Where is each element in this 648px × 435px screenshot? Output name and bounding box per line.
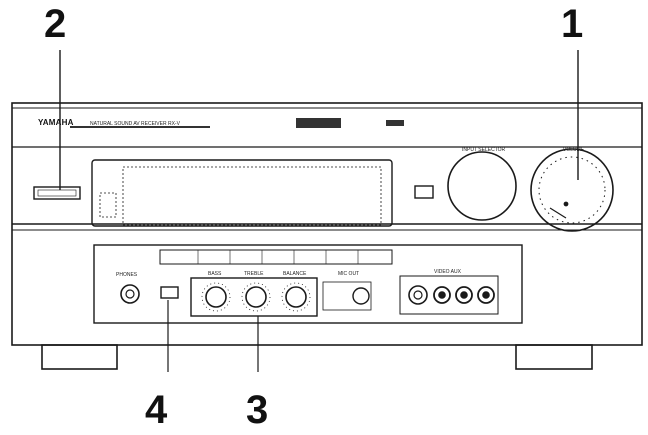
display-indicator xyxy=(99,192,117,218)
phones-jack xyxy=(120,284,140,304)
input-selector-knob xyxy=(447,151,517,221)
foot-right xyxy=(515,344,593,370)
tone-controls-group xyxy=(190,277,318,317)
callout-3: 3 xyxy=(246,388,269,432)
foot-left xyxy=(41,344,118,370)
video-aux-bay xyxy=(399,275,499,315)
balance-label: BALANCE xyxy=(283,271,307,277)
treble-knob xyxy=(241,282,271,312)
callout-2: 2 xyxy=(44,2,67,46)
callout-4: 4 xyxy=(145,388,168,432)
volume-knob xyxy=(530,148,614,232)
callout-1: 1 xyxy=(561,2,584,46)
mic-level-knob xyxy=(352,287,370,305)
power-button xyxy=(33,186,81,200)
model-line: NATURAL SOUND AV RECEIVER RX-V xyxy=(90,121,180,127)
front-door-panel xyxy=(93,244,523,324)
bass-knob xyxy=(201,282,231,312)
brand-logo: YAMAHA xyxy=(38,118,74,127)
display-window xyxy=(91,159,393,227)
volume-label: VOLUME xyxy=(563,147,585,153)
tone-bypass-switch xyxy=(160,286,179,299)
bass-label: BASS xyxy=(208,271,222,277)
treble-label: TREBLE xyxy=(244,271,264,277)
display-button xyxy=(414,185,434,199)
mic-out-label: MIC OUT xyxy=(338,271,360,277)
video-aux-jacks xyxy=(408,285,495,305)
balance-knob xyxy=(281,282,311,312)
input-selector-label: INPUT SELECTOR xyxy=(462,147,506,153)
video-aux-label: VIDEO AUX xyxy=(434,269,461,275)
phones-label: PHONES xyxy=(116,272,138,278)
